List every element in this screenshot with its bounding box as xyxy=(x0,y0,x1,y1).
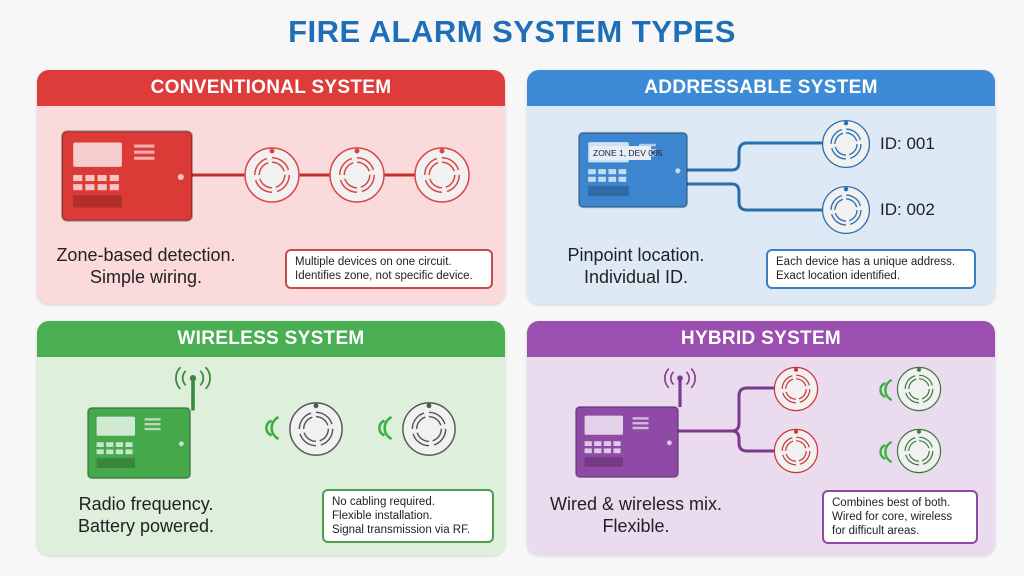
caption-line: Pinpoint location. xyxy=(567,245,705,265)
hybrid-diagram xyxy=(575,321,995,479)
note-line: Combines best of both. xyxy=(832,497,951,509)
smoke-detector-icon xyxy=(823,121,870,168)
caption-line: Zone-based detection. xyxy=(56,245,236,265)
wireless-detector-icon xyxy=(403,403,455,455)
caption-line: Individual ID. xyxy=(583,267,689,287)
wireless-caption: Radio frequency.Battery powered. xyxy=(37,493,255,537)
caption-line: Radio frequency. xyxy=(78,494,214,514)
note-line: for difficult areas. xyxy=(832,525,920,537)
page-title: FIRE ALARM SYSTEM TYPES xyxy=(288,14,736,49)
caption-line: Wired & wireless mix. xyxy=(549,494,723,514)
wireless-header: WIRELESS SYSTEM xyxy=(37,321,505,357)
note-line: Multiple devices on one circuit. xyxy=(295,256,452,268)
addressable-diagram xyxy=(578,70,995,304)
conventional-panel: CONVENTIONAL SYSTEM Zone-based detection… xyxy=(37,70,505,304)
control-panel-icon xyxy=(87,406,191,480)
addressable-caption: Pinpoint location.Individual ID. xyxy=(527,244,745,288)
note-line: Signal transmission via RF. xyxy=(332,524,471,536)
wireless-signal-icon xyxy=(879,379,892,401)
wireless-signal-icon xyxy=(879,441,892,463)
caption-line: Simple wiring. xyxy=(89,267,203,287)
addressable-note: Each device has a unique address. Exact l… xyxy=(766,249,976,289)
device-id-label: ID: 002 xyxy=(880,200,935,219)
smoke-detector-icon xyxy=(245,148,299,202)
note-line: Flexible installation. xyxy=(332,510,433,522)
wireless-detector-icon xyxy=(290,403,342,455)
wireless-detector-icon xyxy=(897,429,940,472)
note-line: Each device has a unique address. xyxy=(776,256,956,268)
wireless-detector-icon xyxy=(897,367,940,410)
conventional-caption: Zone-based detection.Simple wiring. xyxy=(37,244,255,288)
antenna-icon xyxy=(175,365,211,411)
smoke-detector-icon xyxy=(415,148,469,202)
wireless-signal-icon xyxy=(265,416,279,440)
control-panel-icon xyxy=(61,130,193,222)
note-line: Exact location identified. xyxy=(776,270,901,282)
note-line: No cabling required. xyxy=(332,496,435,508)
wired-detector-icon xyxy=(774,429,817,472)
wireless-signal-icon xyxy=(378,416,392,440)
hybrid-caption: Wired & wireless mix.Flexible. xyxy=(527,493,745,537)
hybrid-header: HYBRID SYSTEM xyxy=(527,321,995,357)
control-panel-icon xyxy=(578,131,688,209)
addressable-header: ADDRESSABLE SYSTEM xyxy=(527,70,995,106)
note-line: Wired for core, wireless xyxy=(832,511,953,523)
control-panel-icon xyxy=(575,405,679,479)
device-id-label: ID: 001 xyxy=(880,134,935,153)
smoke-detector-icon xyxy=(330,148,384,202)
hybrid-note: Combines best of both. Wired for core, wi… xyxy=(822,490,978,544)
antenna-icon xyxy=(664,366,696,408)
conventional-header: CONVENTIONAL SYSTEM xyxy=(37,70,505,106)
smoke-detector-icon xyxy=(823,187,870,234)
caption-line: Battery powered. xyxy=(77,516,215,536)
conventional-note: Multiple devices on one circuit. Identifi… xyxy=(285,249,493,289)
addressable-panel: ADDRESSABLE SYSTEM ZONE 1, DEV 005 ID: 0… xyxy=(527,70,995,304)
note-line: Identifies zone, not specific device. xyxy=(295,270,473,282)
wireless-panel: WIRELESS SYSTEM Radio frequency.Battery … xyxy=(37,321,505,555)
panel-display: ZONE 1, DEV 005 xyxy=(590,146,662,160)
conventional-diagram xyxy=(61,130,505,222)
caption-line: Flexible. xyxy=(602,516,670,536)
wired-detector-icon xyxy=(774,367,817,410)
hybrid-panel: HYBRID SYSTEM Wired & wireless mix.Flexi… xyxy=(527,321,995,555)
wireless-note: No cabling required. Flexible installatio… xyxy=(322,489,494,543)
